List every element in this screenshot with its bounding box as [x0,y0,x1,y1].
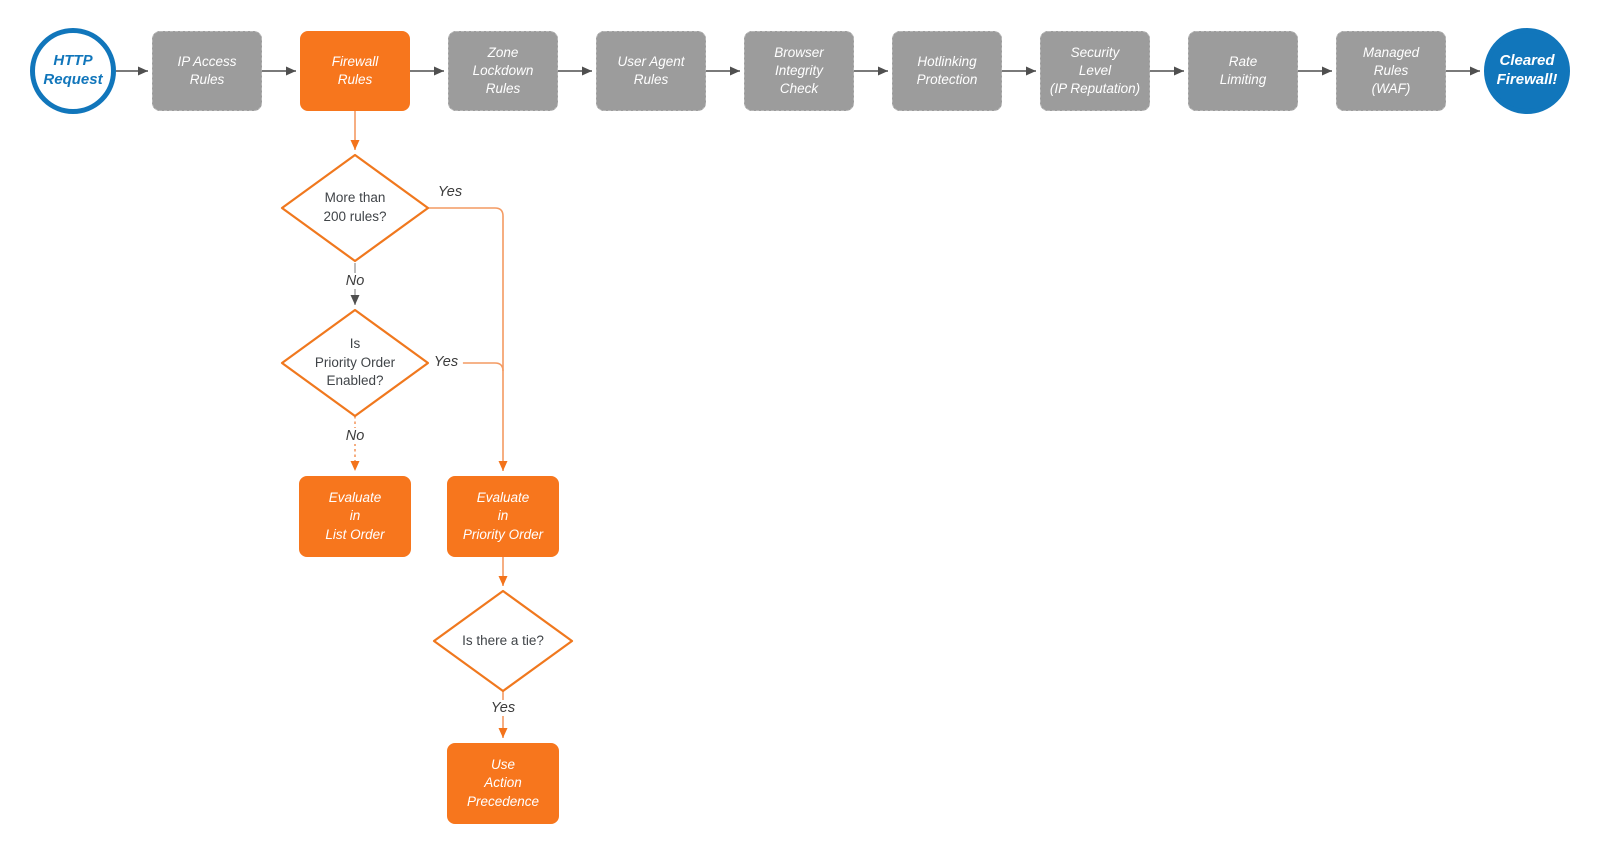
decision-label: Is Priority Order Enabled? [314,336,396,389]
arrow-decision2-yes [428,362,504,372]
stage-zone-lockdown-rules: Zone Lockdown Rules [448,31,558,111]
stage-firewall-rules: Firewall Rules [300,31,410,111]
stage-label: Managed Rules (WAF) [1362,44,1420,97]
node-evaluate-priority-order: Evaluate in Priority Order [447,476,559,557]
start-node-label: HTTP Request [43,52,103,88]
stage-browser-integrity-check: Browser Integrity Check [744,31,854,111]
edge-label-no-200-rules: No [340,273,370,289]
action-label: Use Action Precedence [466,756,540,809]
action-label: Evaluate in List Order [325,489,385,542]
decision-label: Is there a tie? [462,632,544,648]
stage-label: IP Access Rules [177,53,237,87]
start-node-http-request: HTTP Request [30,28,116,114]
stage-label: User Agent Rules [617,53,685,87]
stage-hotlinking-protection: Hotlinking Protection [892,31,1002,111]
node-use-action-precedence: Use Action Precedence [447,743,559,824]
decision-label: More than 200 rules? [323,190,387,224]
stage-ip-access-rules: IP Access Rules [152,31,262,111]
stage-label: Hotlinking Protection [916,53,978,87]
arrow-decision1-yes [428,207,508,471]
stage-label: Rate Limiting [1219,53,1267,87]
diamond-shape-priority-enabled [280,308,430,418]
stage-user-agent-rules: User Agent Rules [596,31,706,111]
edge-label-yes-tie: Yes [485,700,521,716]
decision-is-there-a-tie: Is there a tie? [437,599,569,683]
end-node-label: Cleared Firewall! [1496,52,1558,88]
edge-label-no-priority-enabled: No [340,428,370,444]
stage-label: Firewall Rules [331,53,379,87]
edge-label-yes-priority-enabled: Yes [428,354,464,370]
end-node-cleared-firewall: Cleared Firewall! [1484,28,1570,114]
action-label: Evaluate in Priority Order [462,489,544,542]
stage-security-level: Security Level (IP Reputation) [1040,31,1150,111]
decision-more-than-200-rules: More than 200 rules? [289,166,421,250]
node-evaluate-list-order: Evaluate in List Order [299,476,411,557]
stage-rate-limiting: Rate Limiting [1188,31,1298,111]
stage-label: Security Level (IP Reputation) [1049,44,1141,97]
diamond-shape-tie [432,589,574,693]
stage-managed-rules-waf: Managed Rules (WAF) [1336,31,1446,111]
stage-label: Zone Lockdown Rules [472,44,534,97]
diamond-shape-rule-count [280,153,430,263]
decision-priority-order-enabled: Is Priority Order Enabled? [289,321,421,405]
edge-label-yes-200-rules: Yes [432,184,468,200]
stage-label: Browser Integrity Check [774,44,824,97]
